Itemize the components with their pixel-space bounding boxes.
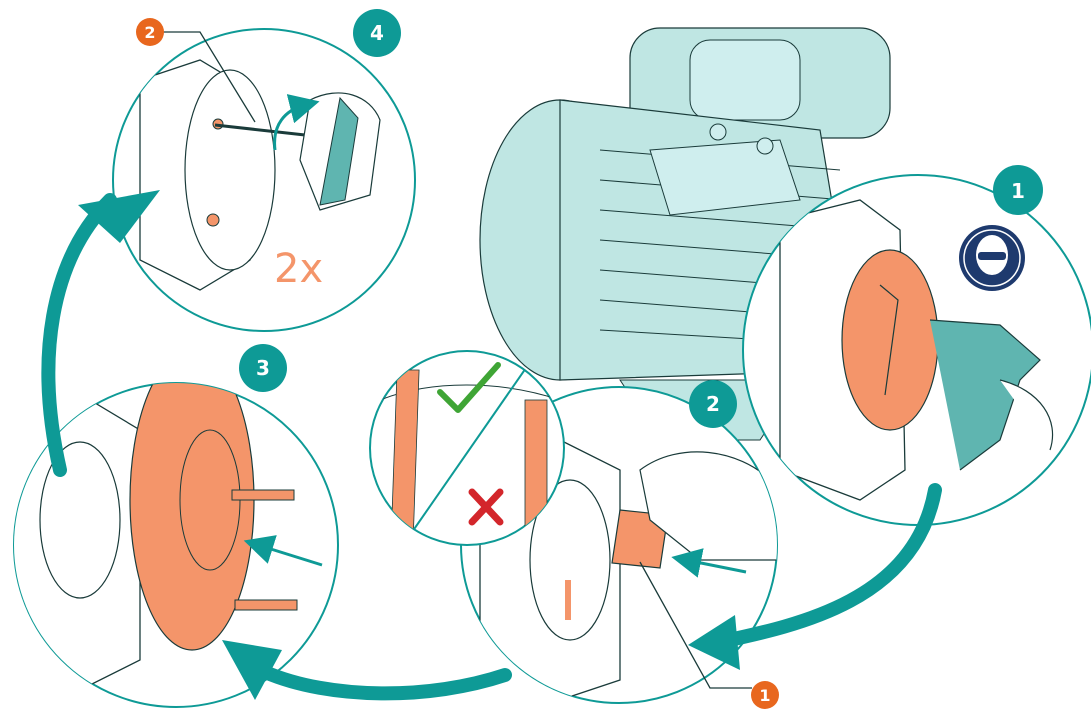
step-badge-1: 1 [993,165,1043,215]
svg-text:1: 1 [1011,179,1025,203]
svg-text:2: 2 [706,392,720,416]
eye-protection-icon [959,225,1025,291]
svg-text:3: 3 [256,356,270,380]
step-1-panel [743,175,1091,525]
svg-text:4: 4 [370,21,384,45]
svg-text:1: 1 [759,686,770,705]
step-badge-4: 4 [353,9,401,57]
step-3-panel [10,350,338,707]
step-4-panel: 2x [113,29,415,331]
correct-incorrect-inset [370,351,564,545]
repeat-count-label: 2x [274,246,323,292]
step-badge-2: 2 [689,380,737,428]
svg-text:2: 2 [144,23,155,42]
step-badge-3: 3 [239,344,287,392]
